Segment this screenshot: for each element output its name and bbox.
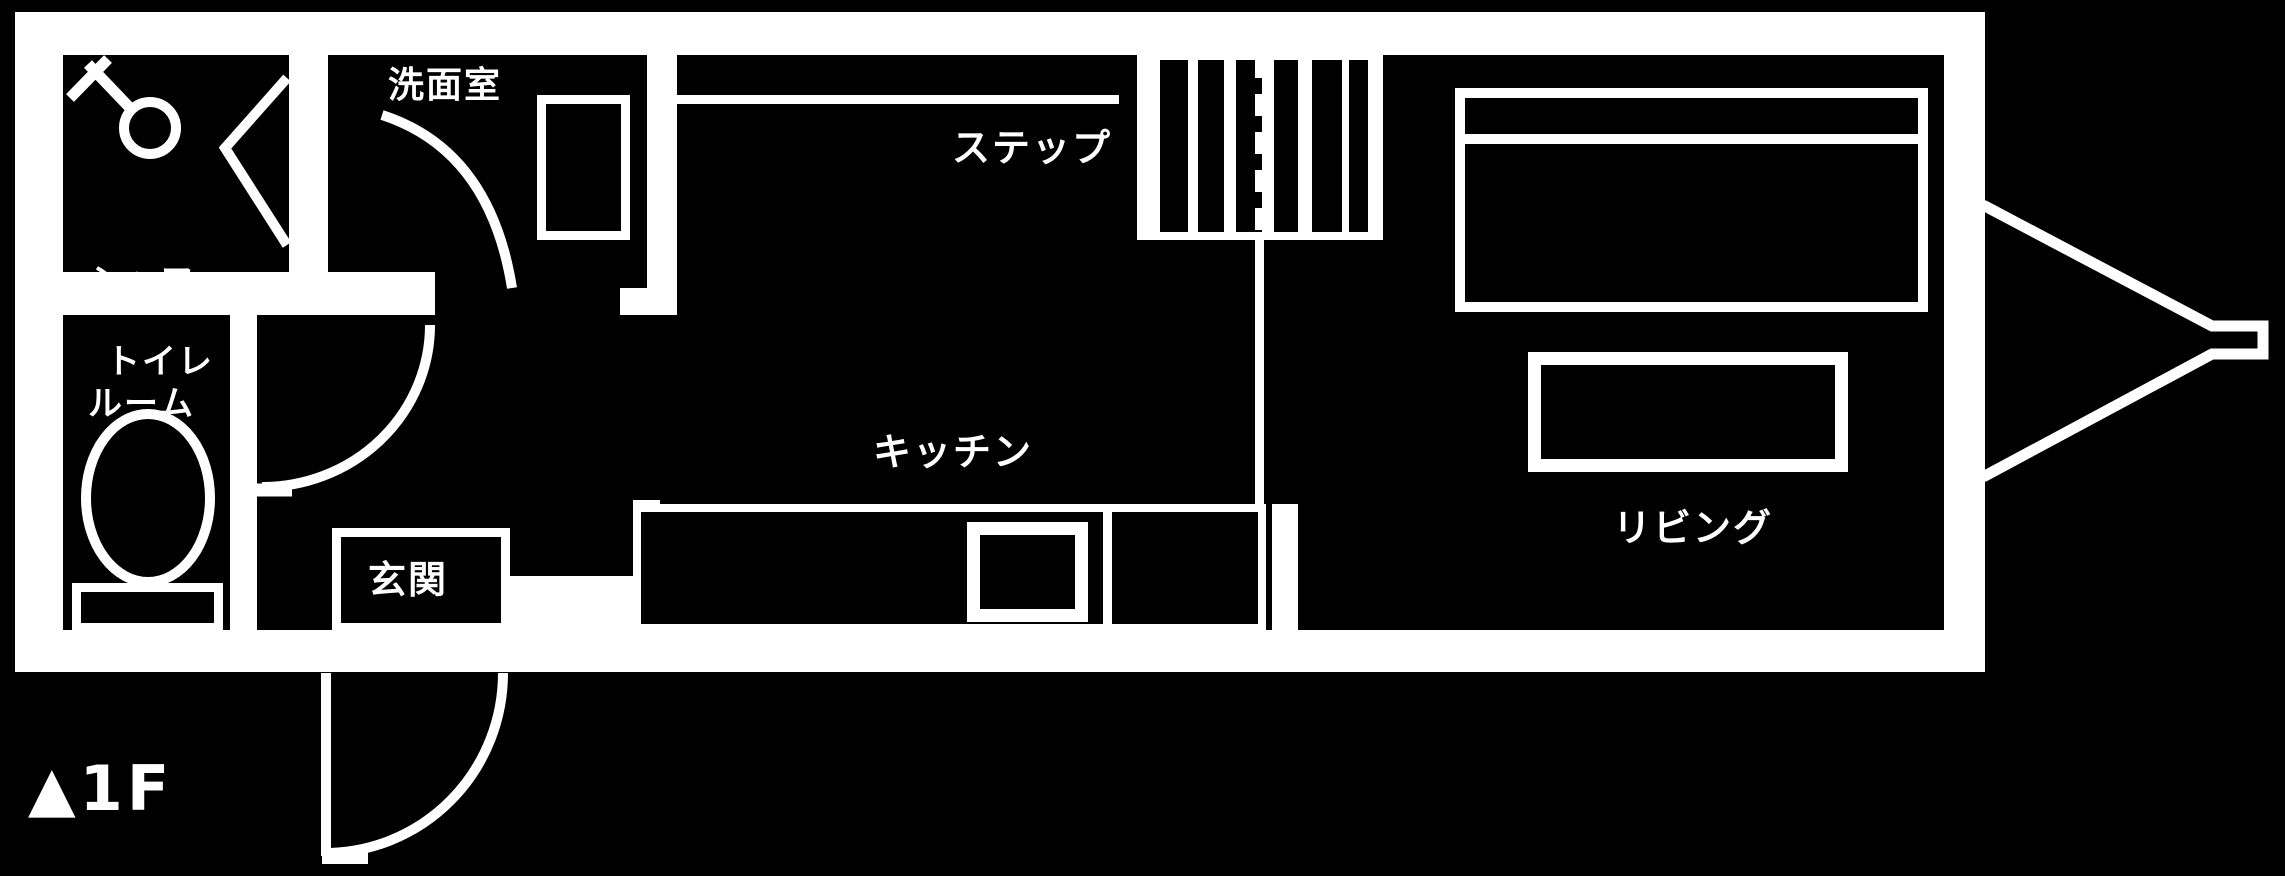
kitchen-sink bbox=[967, 522, 1088, 622]
living-table bbox=[1528, 352, 1848, 472]
living-bed-headboard-line bbox=[1465, 134, 1918, 144]
stair-tread bbox=[1312, 60, 1342, 232]
kitchen-window-line bbox=[677, 95, 1119, 104]
toilet-tank bbox=[72, 583, 223, 632]
wall-kitchen-living-thin bbox=[1255, 240, 1264, 632]
shower-room-label-line1: シャワー bbox=[88, 261, 232, 302]
wall-washroom-bottom-stub bbox=[620, 288, 677, 315]
shower-room-label-line2: ルーム bbox=[88, 383, 195, 424]
kitchen-counter bbox=[633, 504, 1266, 632]
wall-toilet-right bbox=[230, 312, 257, 632]
stair-tread bbox=[1274, 60, 1298, 232]
entrance-step bbox=[503, 576, 633, 632]
wall-sanitary-bottom bbox=[15, 272, 435, 315]
wall-washroom-right bbox=[647, 12, 677, 315]
washroom-label: 洗面室 bbox=[388, 65, 503, 106]
wall-outer-left bbox=[15, 12, 63, 672]
shower-head-icon bbox=[66, 55, 181, 159]
toilet-label: トイレ bbox=[106, 342, 214, 382]
entrance-door-arc bbox=[324, 672, 508, 858]
stair-tread bbox=[1198, 60, 1224, 232]
wall-outer-top bbox=[15, 12, 1985, 55]
entrance-label: 玄関 bbox=[368, 558, 449, 602]
living-label: リビング bbox=[1613, 506, 1774, 550]
kitchen-label: キッチン bbox=[873, 430, 1034, 474]
wall-outer-right bbox=[1944, 12, 1985, 672]
wall-shower-washroom-divider bbox=[289, 12, 328, 315]
shower-door-chevron-icon bbox=[218, 74, 292, 248]
shower-room-label: シャワー ルーム bbox=[88, 180, 232, 506]
wall-counter-right-stub bbox=[1272, 504, 1298, 632]
kitchen-counter-divider bbox=[1103, 504, 1112, 632]
wall-outer-bottom bbox=[15, 630, 1985, 672]
hallway-door-arc bbox=[261, 324, 435, 492]
washing-machine-pan bbox=[537, 95, 630, 240]
direction-arrow-icon bbox=[1980, 200, 2269, 482]
stairs-center-dashed-line bbox=[1255, 56, 1264, 240]
stair-tread bbox=[1160, 60, 1188, 232]
washroom-door-arc bbox=[380, 110, 517, 289]
floor-indicator: ▲1F bbox=[28, 752, 174, 825]
entrance-box bbox=[332, 528, 510, 632]
step-label: ステップ bbox=[952, 126, 1113, 170]
living-bed bbox=[1455, 88, 1928, 312]
stair-tread bbox=[1349, 60, 1368, 232]
